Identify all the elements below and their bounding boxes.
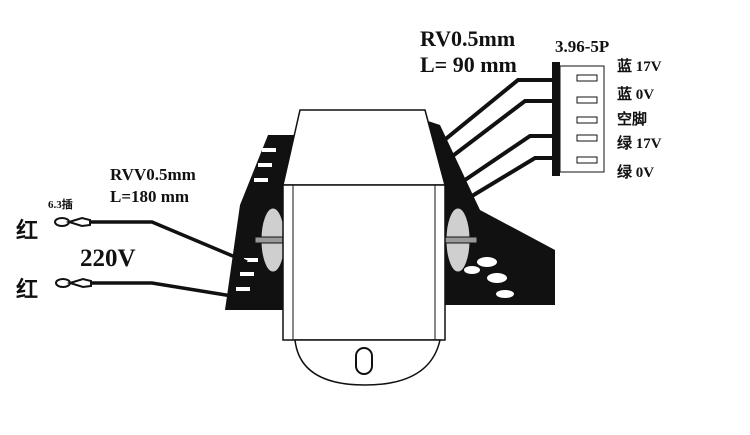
terminal-plug-1 xyxy=(54,216,91,228)
connector-pins xyxy=(576,74,598,164)
bracket-slot xyxy=(355,347,373,375)
mounting-plate-right xyxy=(445,210,555,305)
primary-voltage: 220V xyxy=(80,245,136,272)
connector-bar xyxy=(552,62,560,176)
pin-label-4: 绿 17V xyxy=(617,134,662,152)
terminal-type: 6.3插 xyxy=(48,197,73,211)
primary-cable-type: RVV0.5mm xyxy=(110,165,196,184)
primary-cable-length: L=180 mm xyxy=(110,187,189,206)
core-top xyxy=(282,109,446,186)
wire-color-label-2: 红 xyxy=(16,277,38,302)
pin-label-3: 空脚 xyxy=(617,110,647,128)
pin-label-5: 绿 0V xyxy=(617,163,654,181)
wire-color-label-1: 红 xyxy=(16,218,38,243)
flange-right xyxy=(425,120,480,210)
core-body xyxy=(282,184,446,341)
flange-left-teeth xyxy=(236,148,276,291)
secondary-cable-type: RV0.5mm xyxy=(420,26,515,51)
secondary-wires xyxy=(440,78,553,198)
pin-label-1: 蓝 17V xyxy=(617,57,662,75)
plate-holes xyxy=(464,257,514,298)
secondary-cable-length: L= 90 mm xyxy=(420,52,517,77)
primary-wires xyxy=(90,220,248,298)
connector-model: 3.96-5P xyxy=(555,37,609,56)
pin-label-2: 蓝 0V xyxy=(617,85,654,103)
terminal-plug-2 xyxy=(55,277,92,289)
